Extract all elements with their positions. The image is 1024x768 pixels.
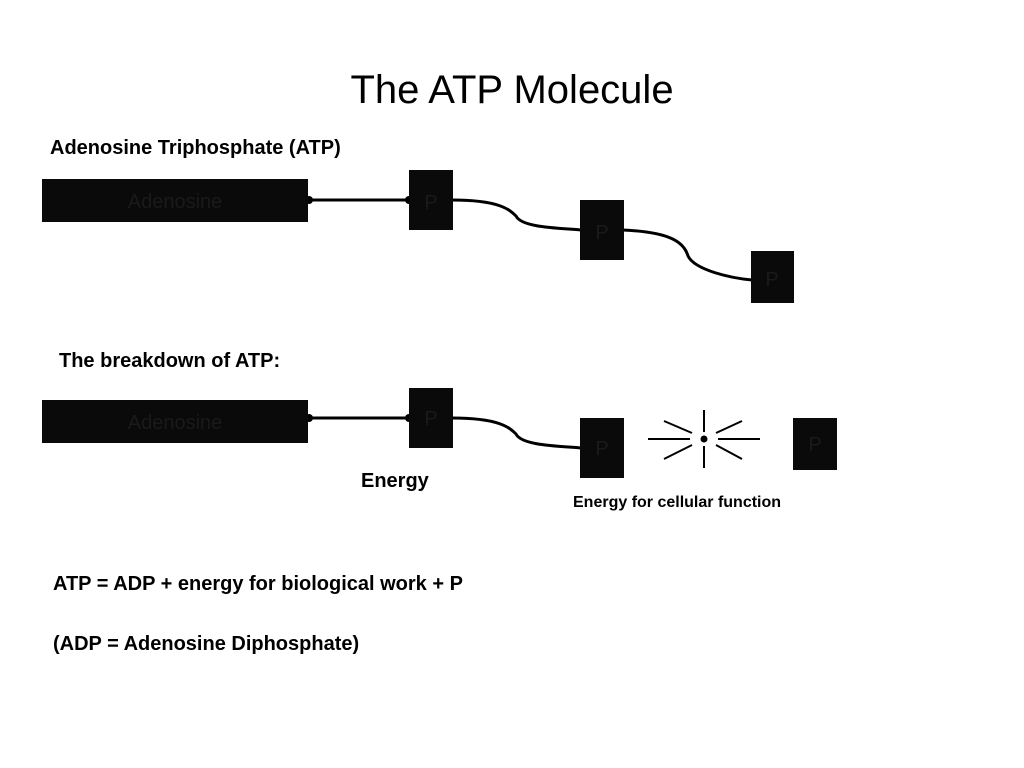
- released-phosphate-label: P: [808, 434, 821, 456]
- bond-p1-p2: [451, 198, 582, 232]
- adenosine-box: [42, 179, 308, 222]
- adenosine-box: [42, 400, 308, 443]
- adenosine-label: Adenosine: [128, 191, 223, 213]
- adp-definition-text: (ADP = Adenosine Diphosphate): [53, 633, 360, 655]
- bond-p1-p2: [451, 416, 582, 450]
- breakdown-heading: The breakdown of ATP:: [59, 350, 281, 372]
- phosphate-box: [409, 388, 453, 448]
- energy-burst-icon: [648, 410, 760, 468]
- energy-label: Energy: [361, 470, 429, 492]
- phosphate-box: [409, 170, 453, 230]
- atp-heading: Adenosine Triphosphate (ATP): [50, 137, 341, 159]
- phosphate-label: P: [595, 438, 608, 460]
- equation-text: ATP = ADP + energy for biological work +…: [53, 573, 463, 595]
- phosphate-label: P: [424, 408, 437, 430]
- adenosine-label: Adenosine: [128, 412, 223, 434]
- energy-cellular-label: Energy for cellular function: [573, 494, 782, 511]
- atp-molecule: Adenosine P P P: [42, 170, 794, 303]
- phosphate-label: P: [765, 269, 778, 291]
- released-phosphate-box: [793, 418, 837, 470]
- phosphate-box: [580, 418, 624, 478]
- bond-p2-p3: [622, 228, 753, 282]
- atp-breakdown: Adenosine P P P: [42, 388, 837, 478]
- phosphate-box: [751, 251, 794, 303]
- phosphate-box: [580, 200, 624, 260]
- phosphate-label: P: [595, 222, 608, 244]
- phosphate-label: P: [424, 192, 437, 214]
- slide-title: The ATP Molecule: [350, 68, 674, 112]
